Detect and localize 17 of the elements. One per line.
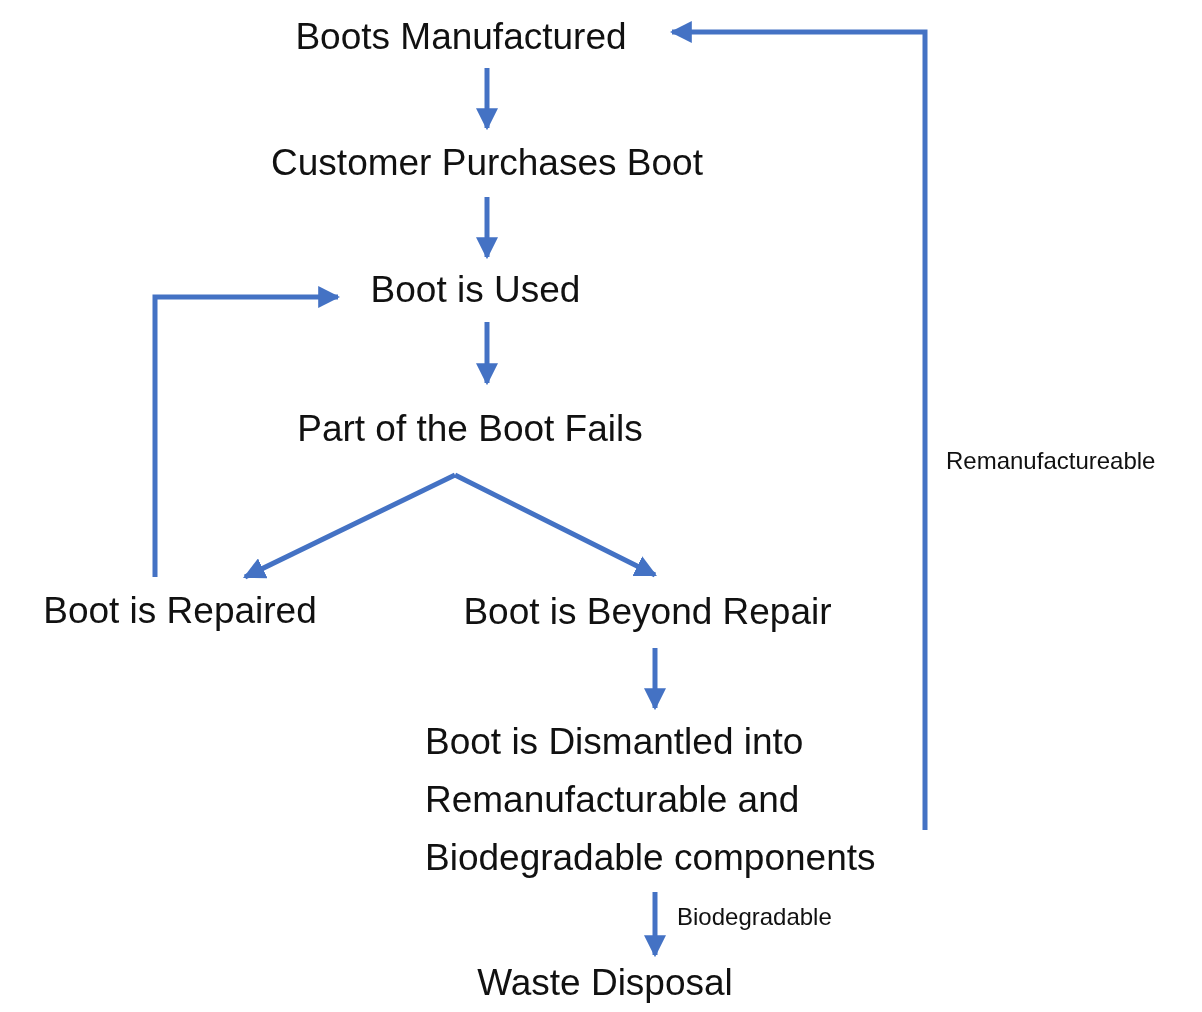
step-label: Boot is Used bbox=[370, 267, 581, 312]
arrow bbox=[644, 648, 666, 711]
arrow bbox=[476, 68, 498, 131]
step-label: Waste Disposal bbox=[477, 960, 733, 1005]
step-label: Boots Manufactured bbox=[295, 15, 627, 59]
arrow bbox=[152, 286, 341, 577]
arrow bbox=[476, 322, 498, 386]
step-label: Customer Purchases Boot bbox=[271, 140, 703, 185]
arrow bbox=[644, 892, 666, 958]
arrow bbox=[453, 472, 657, 578]
step-label: Part of the Boot Fails bbox=[297, 407, 643, 451]
step-label: Boot is Dismantled into Remanufacturable and Biodegradable components bbox=[425, 720, 877, 880]
step-label: Boot is Beyond Repair bbox=[463, 589, 832, 634]
arrow bbox=[669, 21, 928, 830]
step-label: Boot is Repaired bbox=[43, 589, 317, 633]
arrow bbox=[476, 197, 498, 260]
arrow bbox=[243, 472, 457, 580]
